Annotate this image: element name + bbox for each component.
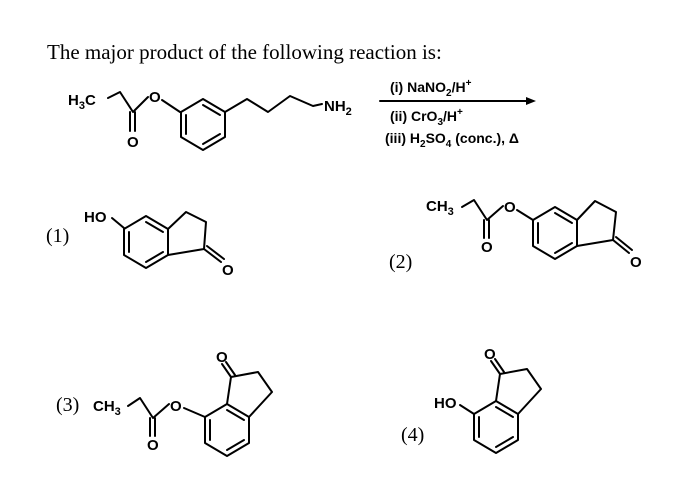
reactant-structure: H3C O O NH2	[68, 89, 352, 151]
option-3-methyl-label: CH3	[93, 398, 121, 418]
option-1-substituent: HO	[84, 209, 107, 226]
option-1-number: (1)	[46, 225, 69, 247]
reactant-benzene-ring	[180, 98, 226, 151]
option-4-benzene-ring	[473, 400, 519, 454]
condition-1: (i) NaNO2/H+	[390, 78, 472, 99]
reactant-side-chain	[224, 95, 323, 113]
option-1-ketone-o: O	[222, 262, 234, 279]
option-3-benzene-ring	[204, 403, 250, 457]
option-2-ester-bonds	[461, 199, 504, 221]
option-2-cyclopentanone	[576, 200, 617, 247]
reaction-conditions: (i) NaNO2/H+ (ii) CrO3/H+ (iii) H2SO4 (c…	[379, 78, 536, 150]
option-4-cyclopentanone	[495, 368, 542, 415]
reactant-carbonyl-o: O	[127, 134, 139, 151]
option-2: (2) CH3 O O O	[389, 198, 642, 273]
question-text: The major product of the following react…	[47, 40, 442, 64]
condition-2: (ii) CrO3/H+	[390, 107, 463, 128]
option-3: (3) CH3 O O O	[56, 349, 273, 457]
option-2-ester-o: O	[504, 199, 516, 216]
condition-3: (iii) H2SO4 (conc.), Δ	[385, 130, 519, 150]
option-4-substituent: HO	[434, 395, 457, 412]
option-1: (1) HO O	[46, 209, 234, 279]
option-3-ester-bonds	[127, 397, 170, 419]
reactant-amine-label: NH2	[324, 98, 352, 118]
option-3-carbonyl-o: O	[147, 437, 159, 454]
option-4-number: (4)	[401, 424, 424, 446]
option-2-ketone-o: O	[630, 254, 642, 271]
reactant-methyl-label: H3C	[68, 92, 96, 112]
option-3-ketone-o: O	[216, 349, 228, 366]
option-3-cyclopentanone	[226, 371, 273, 418]
option-4: (4) HO O	[401, 346, 542, 454]
reactant-ester-o: O	[149, 89, 161, 106]
option-3-ester-o: O	[170, 398, 182, 415]
option-2-methyl-label: CH3	[426, 198, 454, 218]
option-2-benzene-ring	[532, 206, 578, 260]
option-3-number: (3)	[56, 394, 79, 416]
option-4-ketone-o: O	[484, 346, 496, 363]
reactant-ester-bonds	[107, 91, 149, 113]
option-1-benzene-ring	[123, 215, 169, 269]
option-1-cyclopentanone	[167, 211, 207, 256]
arrow-head	[526, 97, 536, 105]
option-2-carbonyl-o: O	[481, 239, 493, 256]
option-2-number: (2)	[389, 251, 412, 273]
